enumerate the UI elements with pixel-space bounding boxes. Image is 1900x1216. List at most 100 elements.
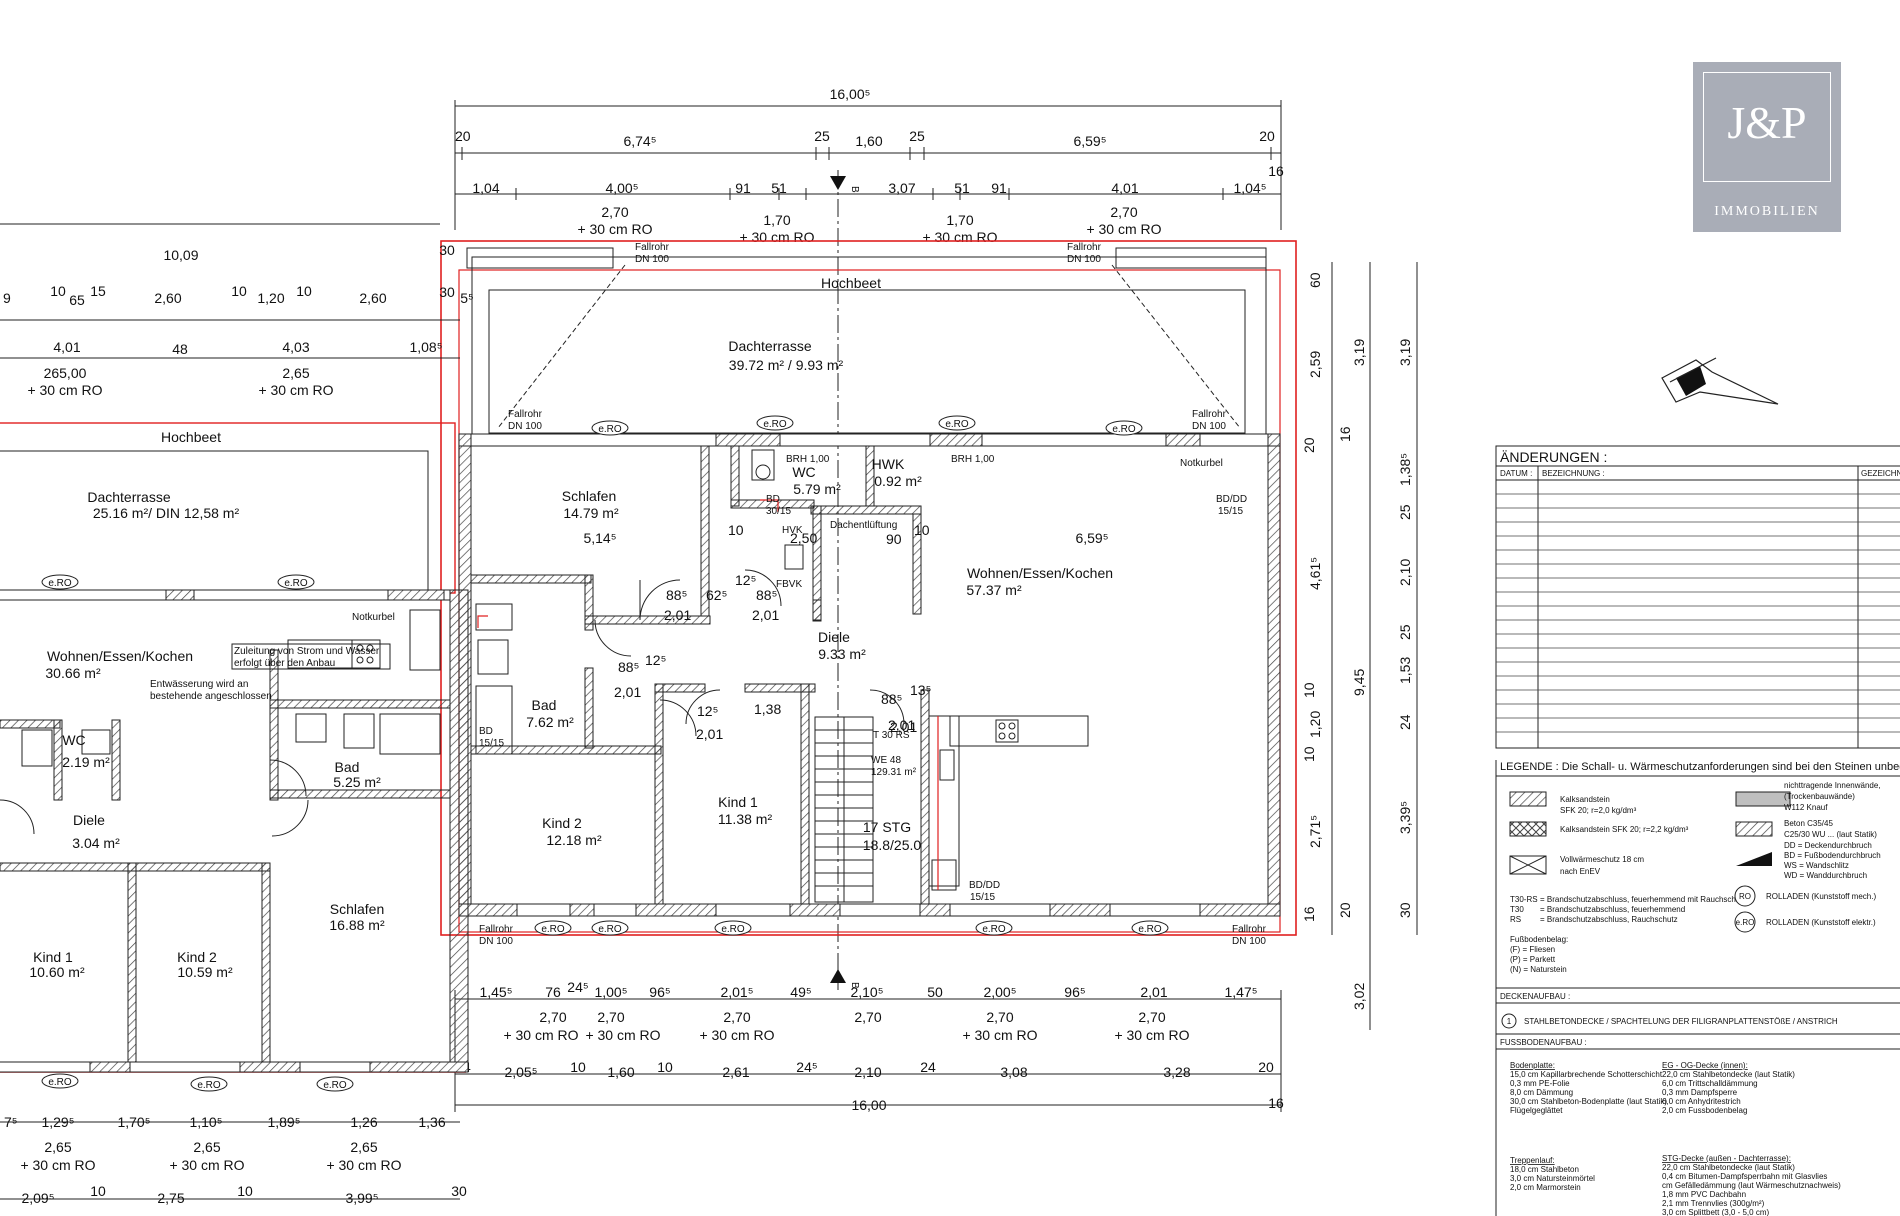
rout-5: 1,53 [1397, 657, 1413, 684]
left-top-dims: 9 10 65 15 2,60 10 1,20 10 2,60 30 5⁵ 30… [3, 242, 474, 398]
north-arrow-icon [1661, 357, 1779, 405]
ero-main-3: e.RO [945, 419, 969, 430]
bwin-1-w: 2,70 [597, 1009, 624, 1025]
lb1-4: 1,89⁵ [267, 1114, 300, 1130]
bdim-10: 96⁵ [1064, 984, 1085, 1000]
legend-right-2-t4: WD = Wanddurchbruch [1784, 871, 1867, 880]
ldim1-2: 65 [69, 292, 85, 308]
legend-rolladen-0-v: ROLLADEN (Kunststoff mech.) [1766, 892, 1876, 901]
win-top-2-h: + 30 cm RO [922, 229, 997, 245]
hvk-main: HVK [782, 525, 803, 536]
dim-second-row: 1,04 4,00⁵ 91 51 3,07 51 91 4,01 1,04⁵ 1… [472, 163, 1284, 196]
fallrohr-bl: Fallrohr [479, 924, 514, 935]
wohnen-left-name: Wohnen/Essen/Kochen [47, 648, 193, 664]
brow2-10: 3,28 [1163, 1064, 1190, 1080]
idim-23: 2,01 [890, 719, 917, 735]
bottom-extra: 16 [1268, 1095, 1284, 1111]
idim-3: 88⁵ [756, 587, 777, 603]
bwin-1-h: + 30 cm RO [585, 1027, 660, 1043]
dim-second-3: 51 [771, 180, 787, 196]
dim-top-2: 25 [814, 128, 830, 144]
legend-swatch-ks [1509, 791, 1547, 807]
left-note-4: bestehende angeschlossen [150, 691, 272, 702]
right-dim-lines [1331, 262, 1418, 1030]
hochbeet-box [488, 289, 1246, 434]
legend-fire-1-k: T30 [1510, 905, 1524, 914]
dim-second-4: 3,07 [888, 180, 915, 196]
left-fixtures [21, 609, 441, 767]
brow2-3: 1,60 [607, 1064, 634, 1080]
bodenplatte-3: 30,0 cm Stahlbeton-Bodenplatte (laut Sta… [1510, 1097, 1667, 1106]
lb1-2: 1,70⁵ [117, 1114, 150, 1130]
idim-25: 88⁵ [881, 691, 902, 707]
ero-left-4: e.RO [197, 1080, 221, 1091]
drain-line-right [1111, 264, 1241, 429]
bdim-11: 2,01 [1140, 984, 1167, 1000]
wc-main-name: WC [792, 464, 815, 480]
lbw-2-h: + 30 cm RO [326, 1157, 401, 1173]
rdim-2: 16 [1337, 426, 1353, 442]
planter-top-right [1115, 247, 1267, 269]
legend-right-2-t2: BD = Fußbodendurchbruch [1784, 851, 1881, 860]
lbw-1-h: + 30 cm RO [169, 1157, 244, 1173]
legend-fire-2-k: RS [1510, 915, 1521, 924]
company-logo: J&P IMMOBILIEN [1693, 62, 1841, 232]
lb1-3: 1,10⁵ [189, 1114, 222, 1130]
changes-col-desc: BEZEICHNUNG : [1542, 469, 1605, 478]
left-note-2: erfolgt über den Anbau [234, 658, 335, 669]
wohnen-main-name: Wohnen/Essen/Kochen [967, 565, 1113, 581]
egog-2: 0,3 mm Dampfsperre [1662, 1088, 1738, 1097]
legend-right-2-t1: DD = Deckendurchbruch [1784, 841, 1872, 850]
section-label-bottom: B [849, 982, 860, 989]
lb2-0: 2,09⁵ [21, 1190, 54, 1206]
kind1-main-area: 11.38 m² [718, 811, 773, 827]
ldim2-1: 48 [172, 341, 188, 357]
ldim1-5: 10 [231, 283, 247, 299]
rmid-0: 3,19 [1351, 339, 1367, 366]
fallrohr-tr-dn: DN 100 [1067, 254, 1101, 265]
dachentlueftung-main: Dachentlüftung [830, 520, 897, 531]
ero-main-1: e.RO [598, 424, 622, 435]
left-note-1: Zuleitung von Strom und Wasser [234, 646, 380, 657]
idim-0: 88⁵ [666, 587, 687, 603]
egog-0: 22,0 cm Stahlbetondecke (laut Statik) [1662, 1070, 1795, 1079]
lb2-1: 10 [90, 1183, 106, 1199]
fallrohr-bl-dn: DN 100 [479, 936, 513, 947]
legend-fire-0-v: = Brandschutzabschluss, feuerhemmend mit… [1540, 895, 1747, 904]
lwin-0-w: 265,00 [44, 365, 87, 381]
win-top-3-h: + 30 cm RO [1086, 221, 1161, 237]
we-label: WE 48 [871, 755, 901, 766]
bwin-5-w: 2,70 [1138, 1009, 1165, 1025]
changes-col-drawn: GEZEICHN [1861, 469, 1900, 478]
kind2-left-area: 10.59 m² [177, 964, 233, 980]
dim-second-6: 91 [991, 180, 1007, 196]
left-30: 30 [439, 242, 455, 258]
win-top-0-h: + 30 cm RO [577, 221, 652, 237]
kind1-left-name: Kind 1 [33, 949, 73, 965]
legend-block: LEGENDE : Die Schall- u. Wärmeschutzanfo… [1495, 760, 1900, 1216]
treppe-title: Treppenlauf: [1510, 1156, 1555, 1165]
bddd-main-1: BD/DD [1216, 494, 1247, 505]
ldim2-2: 4,03 [282, 339, 309, 355]
notkurbel-left: Notkurbel [352, 612, 395, 623]
diele-left-area: 3.04 m² [72, 835, 120, 851]
rout-0: 3,19 [1397, 339, 1413, 366]
left-hochbeet-box [0, 450, 429, 595]
legend-left-0-t1: Kalksandstein [1560, 795, 1610, 804]
legend-title: LEGENDE : Die Schall- u. Wärmeschutzanfo… [1500, 761, 1900, 773]
schlafen-main-name: Schlafen [562, 488, 616, 504]
idim-4: 2,01 [664, 607, 691, 623]
idim-16: 12⁵ [645, 652, 666, 668]
win-top-3-w: 2,70 [1110, 204, 1137, 220]
stair-count: 17 STG [863, 819, 911, 835]
ero-left: e.RO e.RO e.RO e.RO e.RO [41, 574, 354, 1092]
legend-floor-title: Fußbodenbelag: [1510, 935, 1568, 944]
legend-vws-cross [1509, 855, 1547, 875]
ero-left-2: e.RO [284, 578, 308, 589]
egog-3: 6,0 cm Anhydritestrich [1662, 1097, 1741, 1106]
rdim-5: 10 [1301, 682, 1317, 698]
rout-2: 25 [1397, 504, 1413, 520]
bddd-main-2: BD/DD [969, 880, 1000, 891]
ero-main-8: e.RO [982, 924, 1006, 935]
treppe-0: 18,0 cm Stahlbeton [1510, 1165, 1579, 1174]
